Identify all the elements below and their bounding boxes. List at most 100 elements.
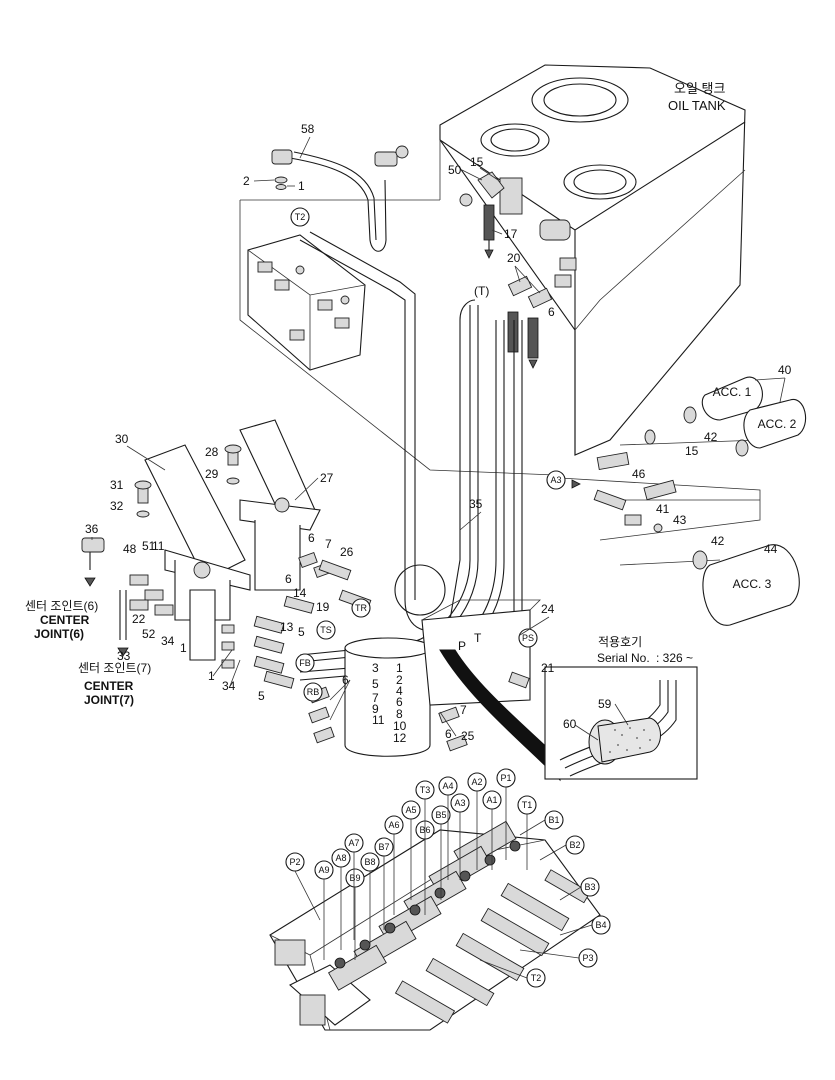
tag-t2-valve: T2: [526, 968, 546, 988]
joint-numbers: 3 5 7 9 11 1 2 4 6 8 10 12: [372, 661, 407, 745]
tag-bubbles: T2 A3 TR TS FB RB PS A4 A2 P1 T3 A5 B5 A…: [285, 207, 611, 988]
svg-text:B9: B9: [349, 873, 360, 883]
tag-t3: T3: [415, 780, 435, 800]
svg-text:B1: B1: [548, 815, 559, 825]
svg-text:T2: T2: [531, 973, 542, 983]
part-1c: 1: [208, 669, 215, 683]
joint-num-left-1: 5: [372, 677, 379, 691]
oil-tank-label-ko: 오일 탱크: [674, 81, 725, 96]
tag-a5: A5: [401, 800, 421, 820]
svg-text:B4: B4: [595, 920, 606, 930]
part-51: 51: [142, 539, 156, 553]
tag-a8: A8: [331, 848, 351, 868]
tag-p1: P1: [496, 768, 516, 788]
svg-text:B8: B8: [364, 857, 375, 867]
part-36: 36: [85, 522, 99, 536]
tag-b4: B4: [591, 915, 611, 935]
part-34b: 34: [222, 679, 236, 693]
part-2: 2: [243, 174, 250, 188]
port-t: T: [474, 631, 482, 645]
part-42b: 42: [711, 534, 725, 548]
left-hoses: [81, 537, 129, 657]
svg-text:T1: T1: [522, 800, 533, 810]
svg-text:B3: B3: [584, 882, 595, 892]
svg-text:A7: A7: [348, 838, 359, 848]
part-48: 48: [123, 542, 137, 556]
part-34a: 34: [161, 634, 175, 648]
part-31: 31: [110, 478, 124, 492]
detail-box: [544, 666, 698, 780]
part-32: 32: [110, 499, 124, 513]
part-60: 60: [563, 717, 577, 731]
tag-a6: A6: [384, 815, 404, 835]
center-joint-cylinder: [344, 599, 541, 757]
part-1a: 1: [298, 179, 305, 193]
svg-text:T2: T2: [295, 212, 306, 222]
tag-tr: TR: [351, 598, 371, 618]
part-14: 14: [293, 586, 307, 600]
oil-tank-label-en: OIL TANK: [668, 98, 726, 113]
tag-p3: P3: [578, 948, 598, 968]
svg-text:FB: FB: [299, 658, 311, 668]
part-43: 43: [673, 513, 687, 527]
part-58: 58: [301, 122, 315, 136]
part-28: 28: [205, 445, 219, 459]
joint-num-right-0: 1: [396, 661, 403, 675]
joint-num-left-0: 3: [372, 661, 379, 675]
svg-text:B5: B5: [435, 810, 446, 820]
joint-num-right-3: 6: [396, 695, 403, 709]
joint-num-right-4: 8: [396, 707, 403, 721]
joint-num-right-6: 12: [393, 731, 407, 745]
center-joint-6-en1: CENTER: [40, 613, 90, 627]
part-15b: 15: [685, 444, 699, 458]
pedal-fittings: [129, 551, 372, 689]
svg-text:TS: TS: [320, 625, 332, 635]
center-joint-6-ko: 센터 조인트(6): [25, 599, 98, 613]
joint-num-left-2: 7: [372, 691, 379, 705]
svg-text:T3: T3: [420, 785, 431, 795]
joint-num-left-3: 9: [372, 702, 379, 716]
part-26: 26: [340, 545, 354, 559]
joint-num-right-1: 2: [396, 673, 403, 687]
svg-text:RB: RB: [307, 687, 320, 697]
svg-text:P1: P1: [500, 773, 511, 783]
part-7a: 7: [325, 537, 332, 551]
pedal-30: [144, 444, 251, 661]
part-35: 35: [469, 497, 483, 511]
part-25: 25: [461, 729, 475, 743]
tag-ps: PS: [518, 628, 538, 648]
tag-b1: B1: [544, 810, 564, 830]
acc-fittings: [571, 451, 677, 533]
pedal-bolts: [134, 444, 242, 518]
part-11: 11: [152, 539, 165, 553]
part-1b: 1: [180, 641, 187, 655]
tag-a7: A7: [344, 833, 364, 853]
tag-fb: FB: [295, 653, 315, 673]
part-6d: 6: [342, 673, 349, 687]
center-joint-7-en2: JOINT(7): [84, 693, 134, 707]
part-6c: 6: [285, 572, 292, 586]
part-20: 20: [507, 251, 521, 265]
svg-text:A3: A3: [550, 475, 561, 485]
tag-ts: TS: [316, 620, 336, 640]
part-46: 46: [632, 467, 646, 481]
svg-text:A8: A8: [335, 853, 346, 863]
svg-text:B7: B7: [378, 842, 389, 852]
main-control-valve: [269, 820, 601, 1031]
svg-text:PS: PS: [522, 633, 534, 643]
acc1-label: ACC. 1: [713, 385, 752, 399]
part-29: 29: [205, 467, 219, 481]
joint-num-right-5: 10: [393, 719, 407, 733]
tag-b5: B5: [431, 805, 451, 825]
part-59: 59: [598, 697, 612, 711]
tag-t1: T1: [517, 795, 537, 815]
part-5a: 5: [298, 625, 305, 639]
part-5b: 5: [258, 689, 265, 703]
acc2-label: ACC. 2: [758, 417, 797, 431]
part-6a: 6: [548, 305, 555, 319]
part-42a: 42: [704, 430, 718, 444]
part-6e: 6: [445, 727, 452, 741]
part-24: 24: [541, 602, 555, 616]
svg-text:TR: TR: [355, 603, 367, 613]
svg-text:A3: A3: [454, 798, 465, 808]
